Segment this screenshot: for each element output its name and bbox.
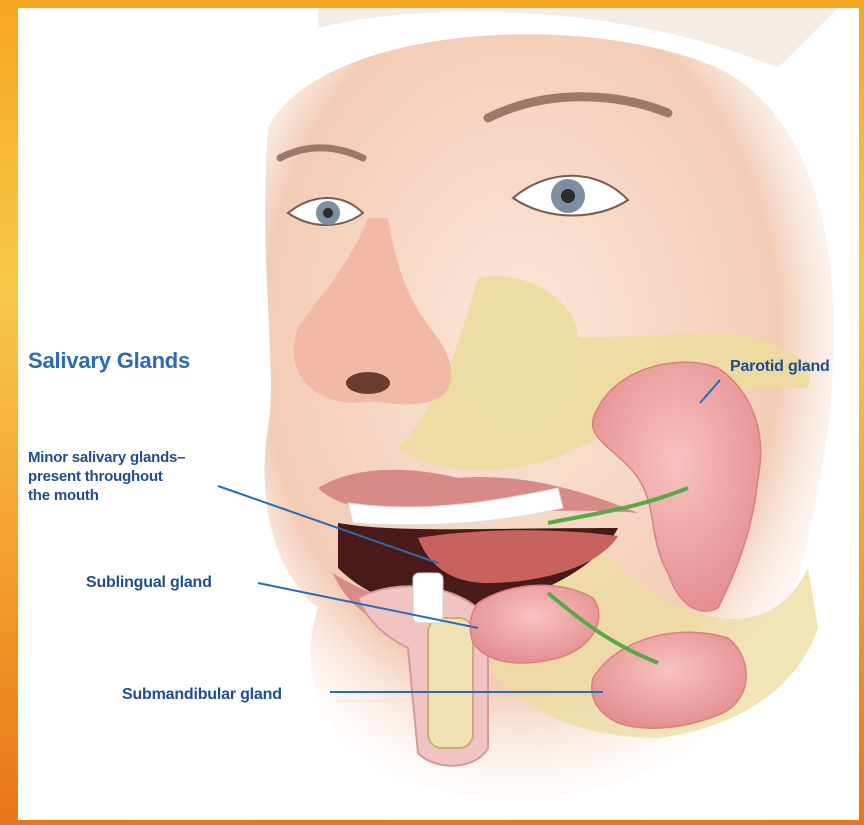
- sublingual-label: Sublingual gland: [86, 574, 212, 592]
- nostril: [346, 372, 390, 394]
- diagram-panel: Salivary Glands Parotid gland Minor sali…: [18, 8, 859, 820]
- minor-salivary-label: Minor salivary glands– present throughou…: [28, 448, 185, 505]
- parotid-label: Parotid gland: [730, 358, 830, 376]
- jaw-bone-section: [428, 618, 473, 748]
- diagram-title: Salivary Glands: [28, 348, 190, 374]
- submandibular-label: Submandibular gland: [122, 686, 282, 704]
